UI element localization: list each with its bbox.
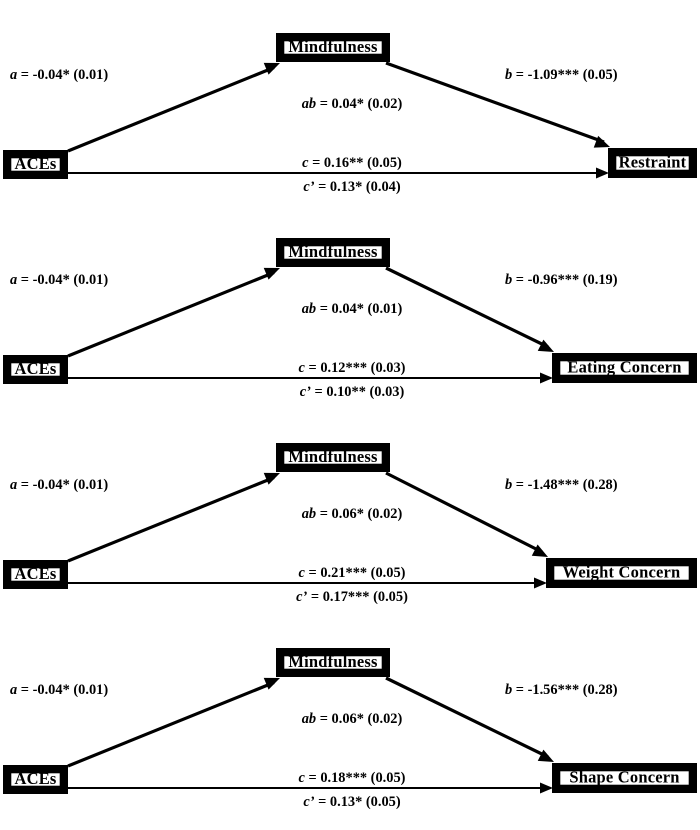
coef-c-prime-label: c’ = 0.13* (0.05) [303,794,401,810]
coef-c-label: c = 0.21*** (0.05) [299,565,406,581]
coef-a-label: a = -0.04* (0.01) [10,682,108,698]
mediator-box-label: Mindfulness [288,446,378,465]
coef-b-label: b = -1.09*** (0.05) [505,67,618,83]
path-a-line [67,270,275,357]
mediator-box-label: Mindfulness [288,36,378,55]
outcome-box: Eating Concern [552,352,697,383]
coef-c-prime-label: c’ = 0.13* (0.04) [303,179,401,195]
path-b-line [385,676,549,758]
predictor-box: ACEs [3,559,68,589]
predictor-box: ACEs [3,354,68,384]
mediator-box: Mindfulness [276,647,390,677]
outcome-box: Weight Concern [546,557,697,588]
coef-ab-label: ab = 0.04* (0.02) [302,96,403,112]
coef-a-label: a = -0.04* (0.01) [10,272,108,288]
coef-a-label: a = -0.04* (0.01) [10,477,108,493]
coef-c-label: c = 0.18*** (0.05) [299,770,406,786]
mediator-box: Mindfulness [276,32,390,62]
coef-c-label: c = 0.12*** (0.03) [299,360,406,376]
mediator-box-label: Mindfulness [288,651,378,670]
coef-ab-label: ab = 0.06* (0.02) [302,711,403,727]
mediator-box-label: Mindfulness [288,241,378,260]
path-a-line [67,680,275,767]
coef-ab-label: ab = 0.06* (0.02) [302,506,403,522]
coef-b-label: b = -1.48*** (0.28) [505,477,618,493]
path-b-line [385,60,605,144]
outcome-box-label: Restraint [619,152,687,171]
outcome-box-label: Weight Concern [563,562,681,581]
predictor-box: ACEs [3,764,68,794]
coef-c-prime-label: c’ = 0.10** (0.03) [300,384,405,400]
coef-b-label: b = -0.96*** (0.19) [505,272,618,288]
mediator-box: Mindfulness [276,442,390,472]
predictor-box: ACEs [3,149,68,179]
predictor-box-label: ACEs [14,153,56,172]
path-b-line [385,266,549,348]
outcome-box-label: Shape Concern [569,767,679,786]
coef-ab-label: ab = 0.04* (0.01) [302,301,403,317]
coef-c-prime-label: c’ = 0.17*** (0.05) [296,589,408,605]
coef-a-label: a = -0.04* (0.01) [10,67,108,83]
predictor-box-label: ACEs [14,563,56,582]
predictor-box-label: ACEs [14,768,56,787]
predictor-box-label: ACEs [14,358,56,377]
outcome-box: Shape Concern [552,762,697,793]
outcome-box: Restraint [608,147,697,178]
path-a-line [67,475,275,562]
outcome-box-label: Eating Concern [567,357,681,376]
coef-c-label: c = 0.16** (0.05) [302,155,402,171]
path-a-line [67,65,275,152]
mediator-box: Mindfulness [276,237,390,267]
path-b-line [385,471,543,553]
coef-b-label: b = -1.56*** (0.28) [505,682,618,698]
